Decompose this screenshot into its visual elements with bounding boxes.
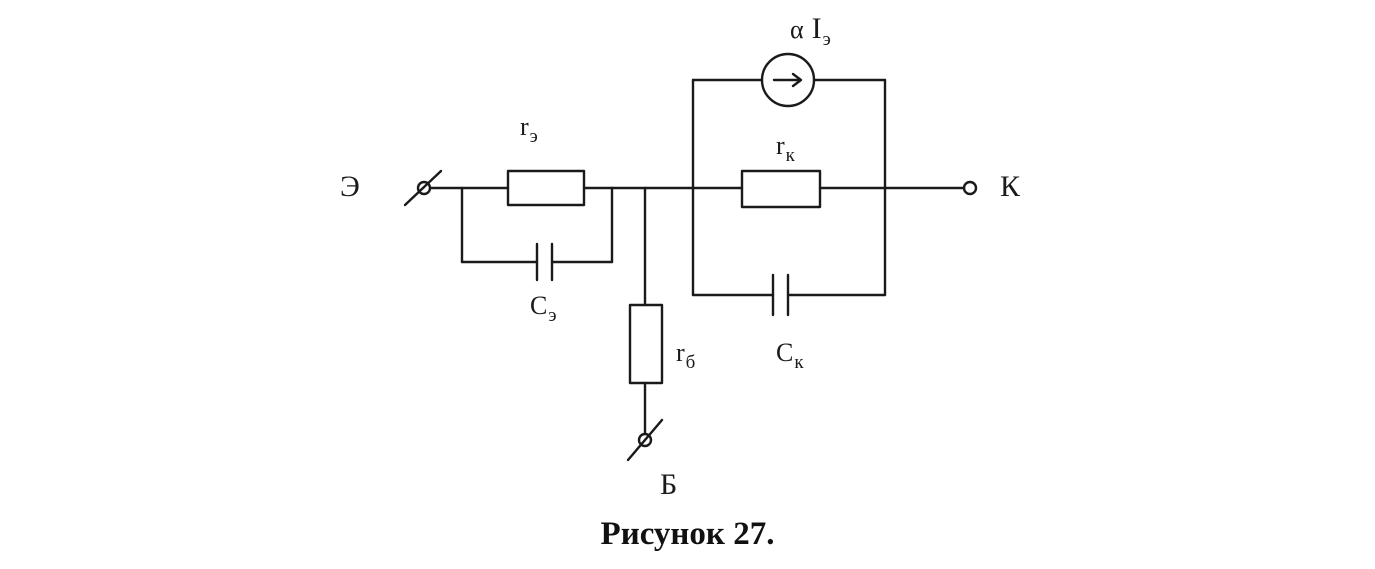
base-terminal-label: Б (660, 468, 678, 501)
current-source (760, 52, 816, 108)
collector-capacitor (771, 273, 790, 317)
collector-terminal (962, 180, 978, 196)
collector-resistor (740, 169, 822, 209)
emitter-resistor-sub: э (529, 126, 538, 147)
emitter-capacitor-symbol: C (530, 291, 548, 320)
collector-branch-wires (691, 78, 966, 297)
current-source-sub: э (822, 29, 831, 50)
collector-capacitor-symbol: C (776, 338, 794, 367)
base-terminal (626, 418, 664, 462)
figure-caption: Рисунок 27. (600, 516, 775, 552)
collector-capacitor-sub: к (794, 352, 804, 373)
collector-capacitor-label: Cк (776, 338, 804, 373)
collector-resistor-sub: к (785, 145, 795, 166)
emitter-capacitor-label: Cэ (530, 291, 557, 326)
collector-resistor-symbol: r (776, 131, 785, 160)
base-resistor-symbol: r (676, 338, 685, 367)
base-resistor-sub: б (685, 352, 696, 373)
collector-terminal-label: К (1000, 170, 1021, 203)
emitter-resistor-symbol: r (520, 112, 529, 141)
base-resistor (628, 303, 664, 385)
current-source-symbol: I (811, 12, 822, 45)
emitter-capacitor-sub: э (548, 305, 557, 326)
emitter-resistor-label: rэ (520, 112, 538, 147)
collector-resistor-label: rк (776, 131, 795, 166)
emitter-capacitor (535, 242, 554, 282)
emitter-branch-wires (428, 186, 614, 264)
base-resistor-label: rб (676, 338, 695, 373)
emitter-resistor (506, 169, 586, 207)
current-source-coef: α (790, 15, 804, 44)
emitter-terminal-label: Э (340, 170, 360, 203)
